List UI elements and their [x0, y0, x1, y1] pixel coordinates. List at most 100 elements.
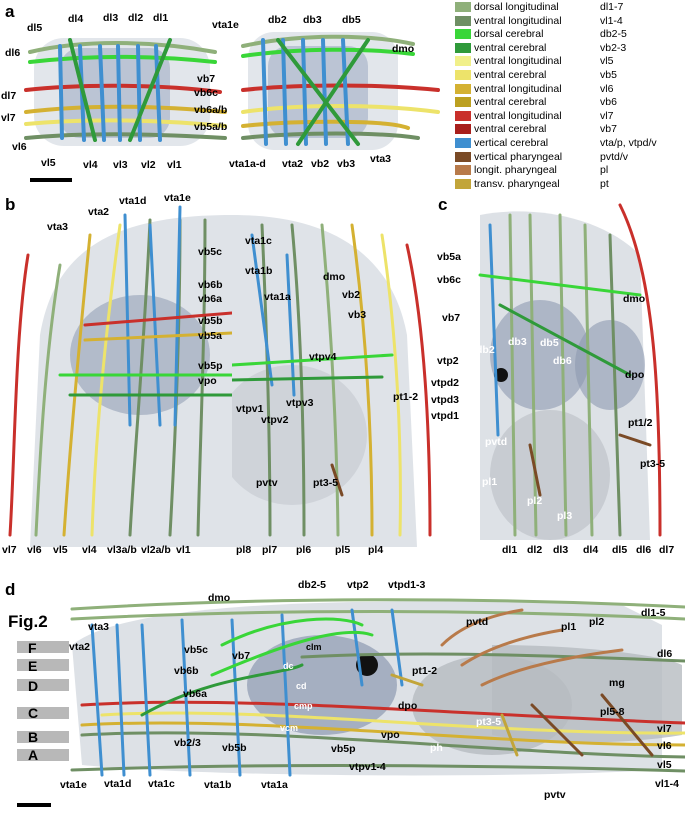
label-b-vb3: vb3: [348, 309, 367, 321]
legend-row: ventral longitudinal vl6: [455, 83, 685, 96]
fig2-letter-b: B: [28, 729, 39, 745]
legend-name: vertical pharyngeal: [474, 150, 563, 163]
label-b-vpo: vpo: [198, 375, 217, 387]
label-d-pl2: pl2: [589, 616, 605, 628]
label-d-vl7: vl7: [657, 723, 672, 735]
label-b-pvtv: pvtv: [256, 477, 278, 489]
label-c-db6: db6: [553, 355, 572, 367]
label-b-vb6a: vb6a: [198, 293, 222, 305]
label-d-pvtd: pvtd: [466, 616, 489, 628]
label-c-vb6c: vb6c: [437, 274, 461, 286]
label-b-pl6: pl6: [296, 544, 312, 556]
legend-code: vl1-4: [600, 14, 623, 27]
label-c-db5: db5: [540, 337, 559, 349]
label-a-vl4: vl4: [83, 159, 98, 171]
fig2-box-b: [17, 731, 69, 743]
label-b-pt1-2: pt1-2: [393, 391, 419, 403]
label-b-vta2: vta2: [88, 206, 110, 218]
label-a-vb3: vb3: [337, 158, 356, 170]
legend-code: vb5: [600, 69, 617, 81]
legend-swatch: [455, 2, 471, 12]
label-d-vl1-4: vl1-4: [655, 778, 679, 790]
label-a-dl6: dl6: [5, 47, 21, 59]
label-c-pl3: pl3: [557, 510, 573, 522]
label-d-cmp: cmp: [294, 701, 313, 711]
label-c-dl7: dl7: [659, 544, 675, 556]
label-c-pt12: pt1/2: [628, 417, 653, 429]
legend-code: vb2-3: [600, 41, 627, 54]
label-c-dl1: dl1: [502, 544, 518, 556]
label-b-vtpv1: vtpv1: [236, 403, 264, 415]
label-d-vpo: vpo: [381, 729, 400, 741]
label-a-dl5: dl5: [27, 22, 43, 34]
label-a-db2: db2: [268, 14, 287, 26]
label-b-vb5p: vb5p: [198, 360, 223, 372]
legend-name: ventral longitudinal: [474, 82, 562, 95]
label-a-vb7: vb7: [197, 73, 216, 85]
legend-name: vertical cerebral: [474, 137, 549, 149]
panel-c-render: [470, 195, 685, 540]
label-c-vb5a: vb5a: [437, 251, 461, 263]
legend-swatch: [455, 138, 471, 148]
fig2-title: Fig.2: [8, 612, 48, 631]
label-d-cd: cd: [296, 681, 307, 691]
label-d-vta1d: vta1d: [104, 778, 132, 790]
legend-code: dl1-7: [600, 1, 624, 13]
label-a-db3: db3: [303, 14, 322, 26]
label-b-vl4: vl4: [82, 544, 97, 556]
panel-b-label: b: [5, 195, 16, 214]
legend-name: ventral longitudinal: [474, 55, 562, 68]
legend-name: ventral cerebral: [474, 123, 547, 136]
label-b-pl8: pl8: [236, 544, 252, 556]
panel-d-render: [62, 585, 685, 785]
panel-d-svg: [70, 598, 685, 777]
label-d-vb5c: vb5c: [184, 644, 208, 656]
label-a-vb2: vb2: [311, 158, 330, 170]
legend-code: db2-5: [600, 28, 627, 41]
legend-swatch: [455, 151, 471, 162]
label-a-dmo: dmo: [392, 43, 415, 55]
label-c-dl4: dl4: [583, 544, 599, 556]
label-d-vta3: vta3: [88, 621, 110, 633]
legend-name: ventral longitudinal: [474, 14, 562, 27]
label-d-vta1b: vta1b: [204, 779, 232, 791]
legend-name: ventral cerebral: [474, 96, 547, 109]
label-a-vl7: vl7: [1, 112, 16, 124]
label-d-vta1e: vta1e: [60, 779, 87, 791]
fig2-box-d: [17, 679, 69, 691]
legend-swatch: [455, 165, 471, 176]
panel-a-left-svg: [24, 38, 227, 146]
label-c-vtpd1: vtpd1: [431, 410, 460, 422]
label-b-vta1c: vta1c: [245, 235, 272, 247]
label-a-dl1: dl1: [153, 12, 169, 24]
fig2-letter-c: C: [28, 705, 39, 721]
label-c-dpo: dpo: [625, 369, 645, 381]
label-a-vta2: vta2: [282, 158, 304, 170]
label-a-vta3: vta3: [370, 153, 392, 165]
legend-name: transv. pharyngeal: [474, 177, 560, 190]
label-a-vl1: vl1: [167, 159, 182, 171]
label-d-pl5-8: pl5-8: [600, 706, 625, 718]
label-a-vl3: vl3: [113, 159, 128, 171]
fig2-letter-e: E: [28, 658, 38, 674]
label-d-vl6: vl6: [657, 740, 672, 752]
label-d-vta1c: vta1c: [148, 778, 175, 790]
legend-code: vl6: [600, 82, 614, 95]
fig2-box-f: [17, 641, 69, 653]
label-c-vtp2: vtp2: [437, 355, 459, 367]
label-c-pvtd: pvtd: [485, 436, 508, 448]
legend-swatch: [455, 42, 471, 53]
fig2-box-a: [17, 749, 69, 761]
label-d-vtpv1-4: vtpv1-4: [349, 761, 386, 773]
fig2-letter-a: A: [28, 747, 39, 763]
panel-c-label: c: [438, 195, 448, 214]
label-d-mg: mg: [609, 677, 625, 689]
label-a-vl6: vl6: [12, 141, 27, 153]
label-d-vl5: vl5: [657, 759, 672, 771]
